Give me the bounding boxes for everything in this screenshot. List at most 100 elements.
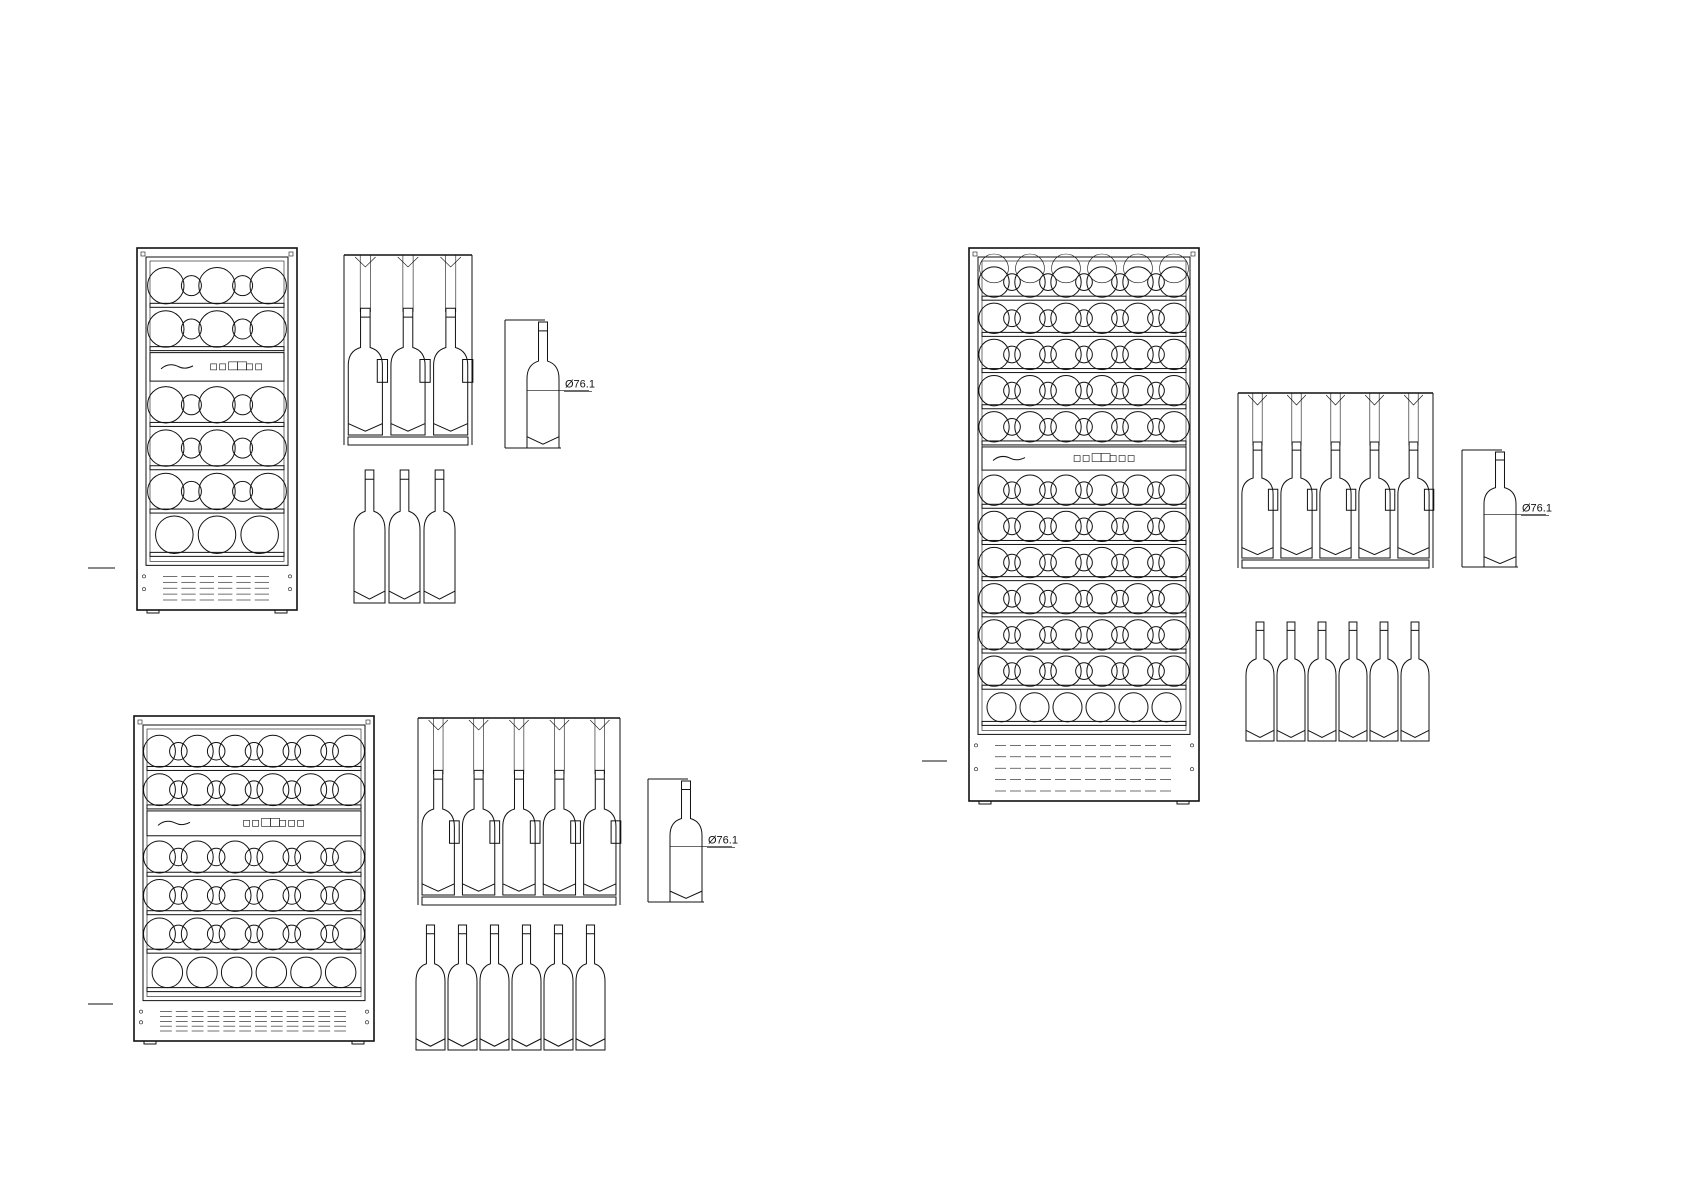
standing-bottle — [1370, 622, 1398, 741]
bottle-end — [1053, 693, 1082, 722]
bottle-end — [321, 887, 339, 905]
bottle-punt — [1404, 395, 1423, 405]
foot — [1177, 801, 1189, 804]
bottle-end — [283, 887, 301, 905]
bottle-end — [148, 387, 184, 423]
standing-bottle — [354, 470, 385, 603]
bottle-end — [1159, 339, 1189, 369]
glass-door-inner — [147, 729, 361, 997]
bottle-end — [1015, 656, 1045, 686]
bottle-end — [1076, 627, 1093, 644]
shelf-rail — [147, 949, 361, 953]
bottle-end — [1123, 267, 1153, 297]
bottle-end — [148, 473, 184, 509]
bottle-end — [1015, 412, 1045, 442]
bottle-punt — [429, 720, 448, 730]
bottle-end — [199, 387, 235, 423]
bottle-end — [181, 735, 213, 767]
bottle-end — [256, 957, 287, 988]
bottle-end — [1051, 656, 1081, 686]
standing-bottle — [1308, 622, 1336, 741]
bottle-end — [1123, 412, 1153, 442]
bottle-end — [1123, 547, 1153, 577]
bottle-end — [1087, 584, 1117, 614]
bottle-end — [295, 880, 327, 912]
control-panel — [150, 353, 284, 381]
cabinet-frame — [134, 716, 374, 1041]
bottle-end — [1087, 511, 1117, 541]
bottle-end — [1004, 590, 1021, 607]
screw-mark — [289, 252, 293, 256]
vent-hole — [365, 1021, 368, 1024]
cabinet-small-bottle-row — [354, 470, 455, 603]
bottle-end — [1015, 375, 1045, 405]
bottle-diameter-detail-2: Ø76.1 — [648, 779, 738, 902]
bottle-end — [1119, 693, 1148, 722]
bottle-end — [1159, 620, 1189, 650]
bottle-end — [1087, 375, 1117, 405]
bottle-end — [1076, 554, 1093, 571]
reference-bottle — [527, 322, 559, 448]
bottle-end — [333, 735, 365, 767]
bottle-end — [1040, 518, 1057, 535]
diameter-label-1: Ø76.1 — [565, 378, 595, 390]
bottle-punt — [440, 257, 460, 267]
bottle-end — [295, 841, 327, 873]
bottle-end — [1159, 584, 1189, 614]
standing-bottle — [576, 925, 605, 1050]
bottle-end — [1159, 267, 1189, 297]
diameter-label-3: Ø76.1 — [1522, 502, 1552, 514]
bottle-end — [199, 311, 235, 347]
bottle-end — [257, 918, 289, 950]
cabinet-tall-front-view — [969, 248, 1199, 804]
vent-hole — [1190, 768, 1193, 771]
bottle-punt — [590, 720, 609, 730]
shelf-rail — [982, 613, 1186, 617]
bottle-end — [1112, 590, 1129, 607]
bottle-end — [987, 693, 1016, 722]
bottle-end — [333, 774, 365, 806]
bottle-end — [1087, 475, 1117, 505]
foot — [147, 610, 159, 613]
bottle-end — [198, 516, 236, 554]
bottle-end — [1051, 620, 1081, 650]
bottle-end — [1015, 584, 1045, 614]
bottle-end — [1087, 267, 1117, 297]
bottle-end — [1015, 303, 1045, 333]
control-button — [280, 820, 286, 826]
foot — [979, 801, 991, 804]
bottle-end — [250, 267, 286, 303]
screw-mark — [141, 252, 145, 256]
bottle-end — [156, 516, 194, 554]
vent-hole — [974, 744, 977, 747]
bottle-end — [170, 742, 188, 760]
bottle-end — [1112, 663, 1129, 680]
bottle-end — [979, 511, 1009, 541]
bottle-end — [1051, 475, 1081, 505]
brand-logo-icon — [993, 456, 1025, 460]
bottle-end — [245, 848, 263, 866]
bottle-punt — [1248, 395, 1267, 405]
bottle-end — [144, 774, 176, 806]
rack-base — [422, 897, 616, 905]
bottle-end — [1123, 375, 1153, 405]
bottle-punt — [398, 257, 418, 267]
bottle-end — [283, 742, 301, 760]
bottle-end — [207, 781, 225, 799]
bottle-end — [1152, 693, 1181, 722]
foot — [144, 1041, 156, 1044]
bottle-end — [170, 925, 188, 943]
bottle-end — [181, 880, 213, 912]
screw-mark — [366, 720, 370, 724]
bottle-end — [321, 742, 339, 760]
bottle-end — [1004, 482, 1021, 499]
bottle-end — [1159, 511, 1189, 541]
control-button — [229, 362, 238, 370]
bottle-end — [1051, 267, 1081, 297]
bottle-end-back — [1160, 254, 1189, 283]
bottle-end — [1076, 482, 1093, 499]
bottle-end — [1148, 663, 1165, 680]
control-button — [247, 364, 253, 370]
bottle-end — [219, 841, 251, 873]
shelf-rail — [982, 504, 1186, 508]
